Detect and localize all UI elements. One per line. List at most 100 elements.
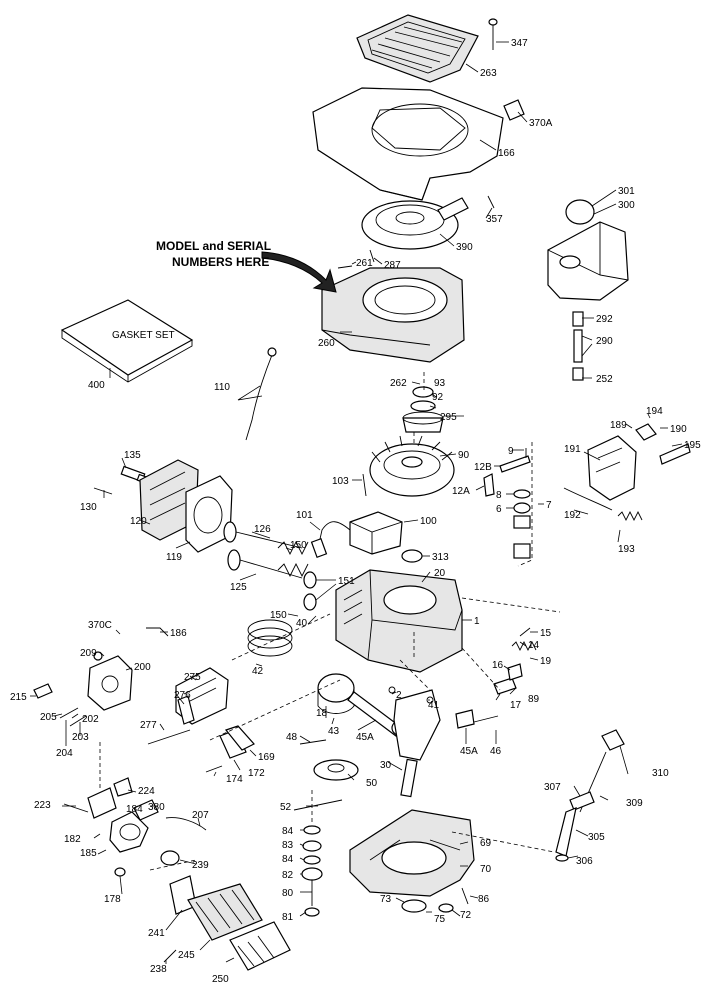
callout-labels: 347 263 370A 166 357 301 300 390 261 287… [10, 38, 701, 985]
callout-label: 126 [254, 524, 271, 535]
callout-label: 43 [328, 726, 340, 737]
callout-label: 15 [540, 628, 552, 639]
callout-label: 301 [618, 186, 635, 197]
valve-spring-part [277, 540, 317, 611]
callout-label: 295 [440, 412, 457, 423]
callout-label: 130 [80, 502, 97, 513]
fuel-pump-fitting-part [113, 777, 133, 797]
grille-screen-part [356, 14, 479, 83]
callout-label: 224 [138, 786, 155, 797]
callout-label: 347 [511, 38, 528, 49]
throttle-link-part [165, 817, 207, 831]
callout-label: 223 [34, 800, 51, 811]
callout-label: 30 [380, 760, 392, 771]
callout-label: 48 [286, 732, 298, 743]
callout-label: 263 [480, 68, 497, 79]
callout-label: 7 [546, 500, 552, 511]
callout-label: 276 [174, 690, 191, 701]
air-filter-cover-part [229, 921, 291, 971]
callout-label: 72 [460, 910, 472, 921]
callout-label: 182 [64, 834, 81, 845]
callout-label: 174 [226, 774, 243, 785]
callout-label: 17 [510, 700, 522, 711]
callout-label: 8 [496, 490, 502, 501]
blower-housing-part [321, 267, 465, 363]
model-serial-note-line1: MODEL and SERIAL [156, 239, 271, 253]
rod-cap-part [455, 709, 475, 729]
callout-label: 12A [452, 486, 470, 497]
callout-label: 12B [474, 462, 492, 473]
gasket-set-label: GASKET SET [112, 330, 175, 341]
rod-cap-screw-part [473, 715, 499, 723]
callout-label: 119 [166, 552, 182, 563]
choke-link-part [146, 627, 169, 637]
callout-label: 150 [290, 540, 307, 551]
callout-label: 151 [338, 576, 355, 587]
piston-part [317, 673, 355, 714]
callout-label: 238 [150, 964, 167, 975]
callout-label: 292 [596, 314, 613, 325]
sump-part [349, 809, 475, 897]
callout-label: 81 [282, 912, 294, 923]
callout-label: 203 [72, 732, 89, 743]
callout-label: 202 [82, 714, 99, 725]
callout-label: 245 [178, 950, 195, 961]
callout-label: 184 [126, 804, 143, 815]
governor-parts [483, 455, 531, 559]
screw-287-part [369, 249, 375, 263]
cam-gear-part [313, 759, 359, 781]
carburetor-lower-part [63, 787, 159, 853]
gasket-screw-part [205, 765, 223, 773]
callout-label: 241 [148, 928, 165, 939]
callout-label: 120 [130, 516, 147, 527]
air-filter-part [169, 875, 263, 941]
callout-label: 70 [480, 864, 492, 875]
callout-label: 390 [456, 242, 473, 253]
callout-label: 185 [80, 848, 97, 859]
callout-label: 370A [529, 118, 553, 129]
callout-label: 204 [56, 748, 73, 759]
control-wire-part [563, 487, 613, 511]
callout-label: 1 [474, 616, 480, 627]
callout-label: 305 [588, 832, 605, 843]
callout-label: 150 [270, 610, 287, 621]
screw-357-part [487, 195, 495, 209]
carb-gasket-part [219, 725, 255, 759]
callout-label: 84 [282, 854, 294, 865]
valve-part [223, 521, 303, 579]
callout-label: 84 [282, 826, 294, 837]
callout-label: 135 [124, 450, 141, 461]
callout-label: 215 [10, 692, 27, 703]
fuel-line-part [572, 311, 584, 381]
callout-label: 83 [282, 840, 294, 851]
callout-label: 190 [670, 424, 687, 435]
sump-hardware-part [401, 887, 469, 913]
callout-label: 169 [258, 752, 275, 763]
callout-label: 82 [282, 870, 294, 881]
carb-gasket-ring-part [160, 850, 180, 866]
ignition-module-part [317, 511, 403, 555]
flywheel-nut-part [402, 386, 444, 433]
callout-label: 6 [496, 504, 502, 515]
assembly-line [461, 647, 501, 691]
flywheel-part [369, 435, 455, 497]
screw-103-part [362, 473, 367, 497]
dipstick-part [555, 729, 625, 862]
callout-label: 103 [332, 476, 349, 487]
callout-label: 313 [432, 552, 449, 563]
callout-label: 86 [478, 894, 490, 905]
callout-label: 380 [148, 802, 165, 813]
label-370a-part [503, 99, 525, 121]
callout-label: 287 [384, 260, 401, 271]
callout-label: 195 [684, 440, 701, 451]
callout-label: 194 [646, 406, 663, 417]
cylinder-block-part [335, 569, 463, 673]
callout-label: 277 [140, 720, 157, 731]
model-serial-arrow [261, 251, 337, 293]
callout-label: 90 [458, 450, 470, 461]
callout-label: 250 [212, 974, 229, 985]
assembly-line [451, 831, 555, 853]
callout-label: 110 [214, 382, 230, 393]
callout-label: 45A [460, 746, 478, 757]
callout-label: 186 [170, 628, 187, 639]
